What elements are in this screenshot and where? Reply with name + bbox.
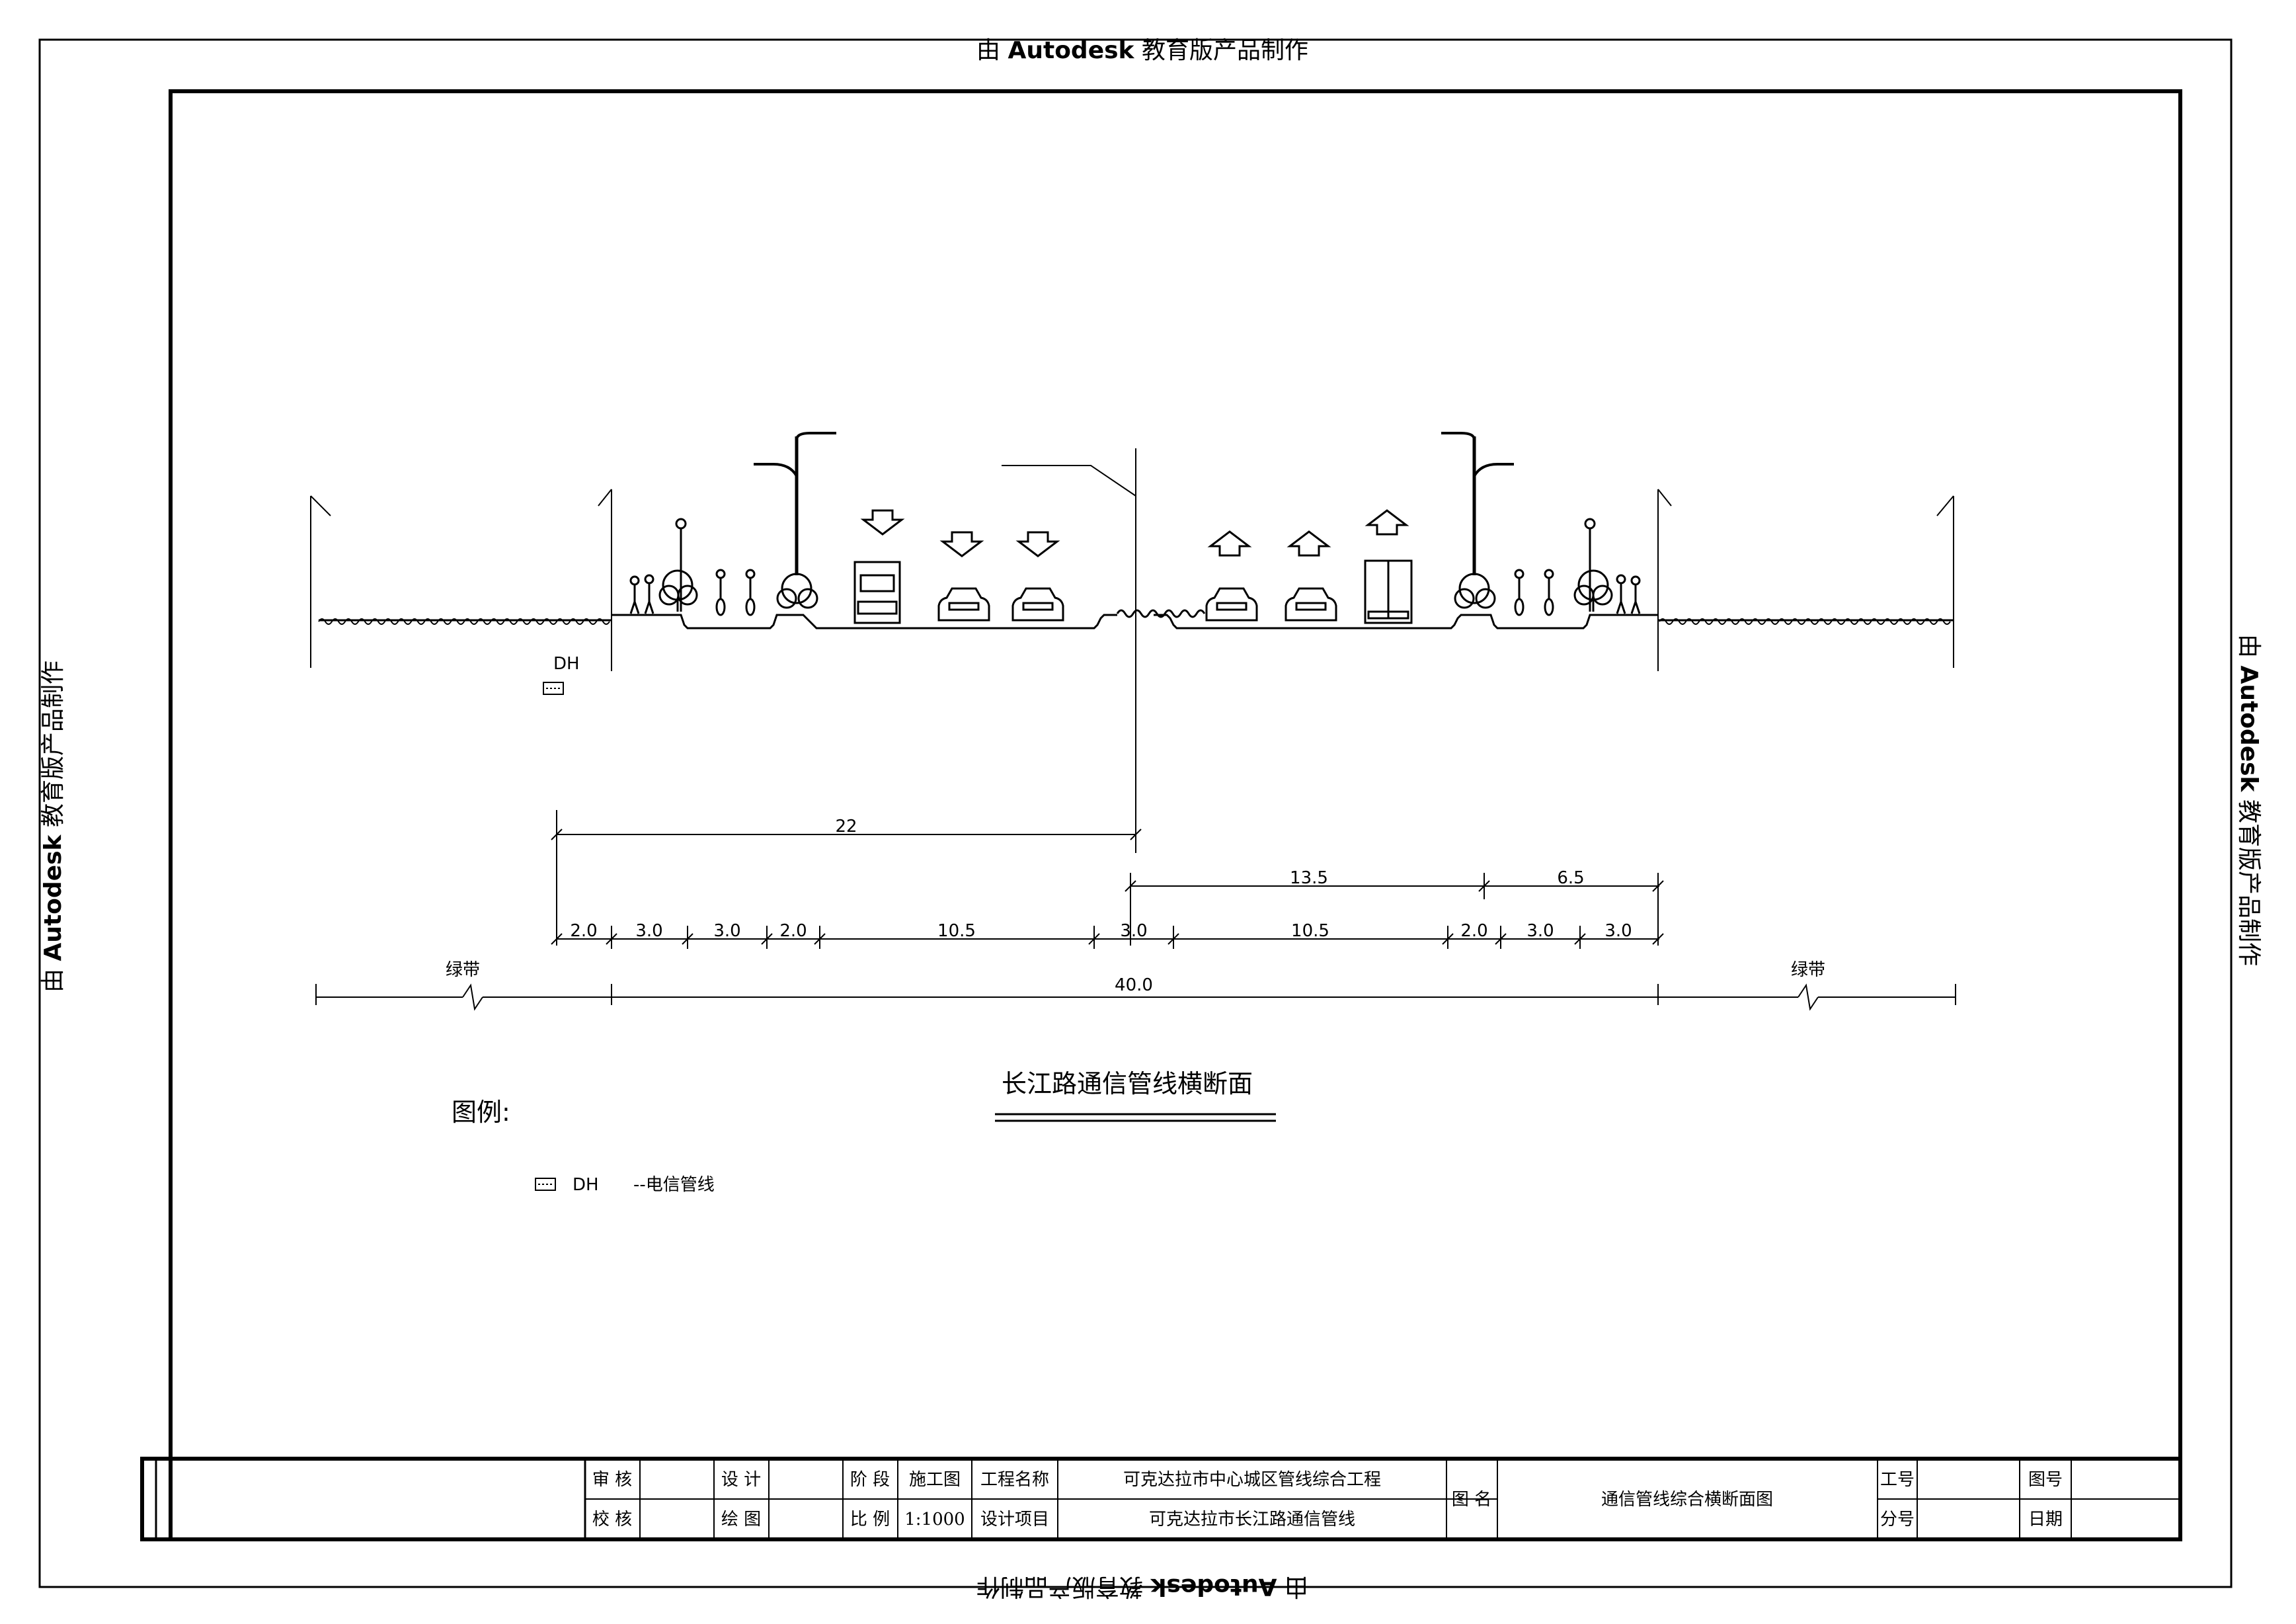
tb-drawing-no-label: 图号 (2028, 1470, 2063, 1490)
tree-right-2 (1573, 569, 1613, 612)
green-belt-right-hatch (1659, 618, 1951, 625)
tree-right-1 (1454, 573, 1496, 609)
tb-scale-label: 比 例 (850, 1510, 890, 1529)
tb-job-no-label: 工号 (1880, 1470, 1915, 1490)
tb-project-label: 工程名称 (980, 1470, 1049, 1490)
dim-right-a: 13.5 (1290, 868, 1328, 888)
tb-item-label: 设计项目 (980, 1510, 1049, 1529)
title-block (140, 1457, 2182, 1541)
car-right-2 (1285, 587, 1337, 622)
legend-pipe-symbol (535, 1178, 556, 1191)
street-lamp-left (754, 432, 836, 575)
pipe-code-label: DH (553, 654, 580, 674)
dim-segment-8: 2.0 (1460, 921, 1487, 941)
telecom-pipe-symbol (543, 682, 564, 695)
dim-total-width: 40.0 (1115, 975, 1153, 995)
pedestrians-right (1616, 574, 1641, 614)
tb-date-label: 日期 (2028, 1510, 2063, 1529)
tb-item-value: 可克达拉市长江路通信管线 (1149, 1510, 1355, 1529)
watermark-left: 由 Autodesk 教育版产品制作 (40, 661, 67, 993)
tb-sub-no-label: 分号 (1880, 1510, 1915, 1529)
tb-drawing-name-label: 图 名 (1452, 1490, 1491, 1510)
legend-pipe-code: DH (573, 1175, 599, 1195)
car-left-1 (937, 587, 990, 622)
green-belt-right-label: 绿带 (1791, 960, 1825, 980)
arrow-down-1 (860, 509, 905, 536)
arrow-up-2 (1287, 530, 1331, 557)
truck-right (1364, 559, 1413, 624)
dimensions (315, 810, 1956, 1011)
truck-left (853, 561, 901, 624)
tb-design-label: 设 计 (721, 1470, 761, 1490)
tb-scale-value: 1:1000 (904, 1510, 965, 1529)
dim-segment-2: 3.0 (635, 921, 662, 941)
legend-title: 图例: (452, 1098, 510, 1127)
watermark-top: 由 Autodesk 教育版产品制作 (976, 37, 1308, 64)
car-left-2 (1011, 587, 1064, 622)
dim-segment-4: 2.0 (779, 921, 807, 941)
dim-segment-10: 3.0 (1604, 921, 1632, 941)
dim-segment-6: 3.0 (1120, 921, 1147, 941)
dim-segment-7: 10.5 (1291, 921, 1329, 941)
tb-stage-value: 施工图 (909, 1470, 961, 1490)
car-right-1 (1205, 587, 1258, 622)
tree-left-1 (658, 569, 698, 612)
watermark-right: 由 Autodesk 教育版产品制作 (2235, 634, 2262, 966)
tree-left-2 (776, 573, 818, 609)
arrow-down-2 (939, 531, 984, 557)
tb-draw-label: 绘 图 (721, 1510, 761, 1529)
tb-review-label: 审 核 (592, 1470, 632, 1490)
dim-left-half: 22 (835, 817, 857, 836)
arrow-down-3 (1015, 531, 1060, 557)
tb-stage-label: 阶 段 (850, 1470, 890, 1490)
tb-project-value: 可克达拉市中心城区管线综合工程 (1123, 1470, 1381, 1490)
pedestrians-left (629, 574, 654, 614)
median-planting (1116, 609, 1206, 618)
dim-segment-1: 2.0 (570, 921, 597, 941)
tb-check-label: 校 核 (592, 1510, 632, 1529)
dim-segment-5: 10.5 (937, 921, 976, 941)
tb-drawing-name-value: 通信管线综合横断面图 (1601, 1490, 1773, 1510)
cyclists-left (715, 569, 756, 616)
arrow-up-3 (1365, 509, 1409, 536)
drawing-frame (169, 89, 2182, 1541)
dim-segment-9: 3.0 (1526, 921, 1554, 941)
green-belt-left-hatch (318, 618, 610, 625)
dim-segment-3: 3.0 (713, 921, 740, 941)
road-cross-section (310, 432, 1954, 853)
street-lamp-right (1441, 432, 1514, 575)
cyclists-right (1514, 569, 1554, 616)
watermark-bottom: 由 Autodesk 教育版产品制作 (976, 1573, 1308, 1600)
arrow-up-1 (1207, 530, 1252, 557)
green-belt-left-label: 绿带 (446, 960, 480, 980)
drawing-title: 长江路通信管线横断面 (1002, 1069, 1253, 1098)
dim-right-b: 6.5 (1557, 868, 1584, 888)
outer-border (38, 38, 2233, 1588)
legend-pipe-desc: --电信管线 (633, 1175, 715, 1195)
